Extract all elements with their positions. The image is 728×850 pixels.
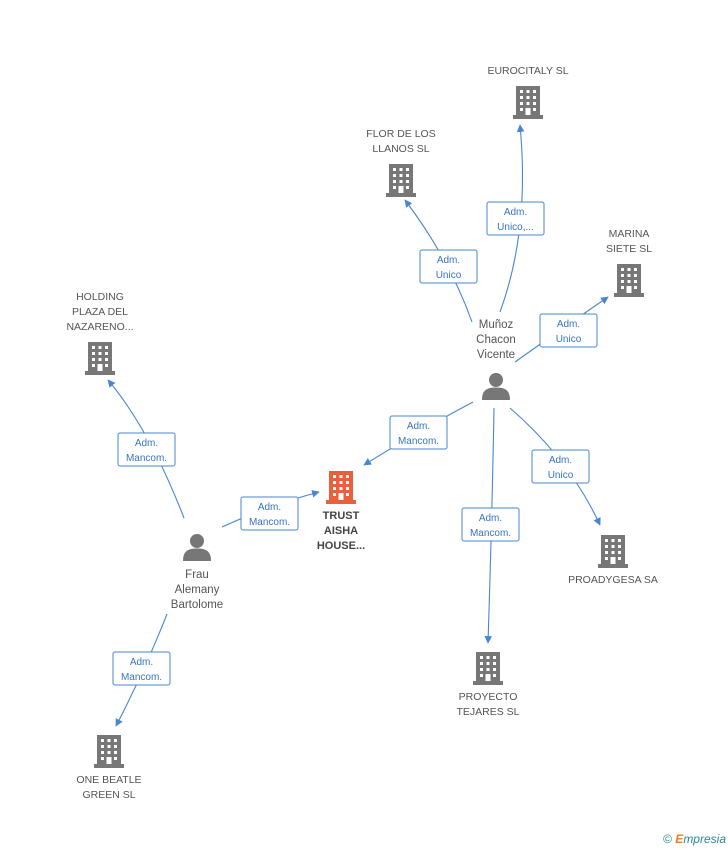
person-label: Alemany: [175, 584, 220, 596]
company-label: HOLDING: [76, 291, 124, 303]
edge-label-box[interactable]: [531, 449, 590, 484]
building-icon: [85, 342, 115, 375]
company-node-proyecto[interactable]: PROYECTO TEJARES SL: [456, 652, 520, 718]
person-icon: [183, 534, 211, 561]
edge-label-text: Adm.: [130, 657, 153, 668]
person-label: Frau: [185, 569, 209, 581]
edge-frau-onebeatle: Adm. Mancom.: [112, 613, 171, 727]
edge-munoz-marina: Adm. Unico: [514, 296, 609, 363]
person-icon: [482, 373, 510, 400]
person-label: Muñoz: [479, 319, 514, 331]
edge-label-text: Adm.: [549, 455, 572, 466]
edge-label-text: Adm.: [135, 438, 158, 449]
edge-munoz-proadygesa: Adm. Unico: [509, 407, 601, 526]
edge-label-text: Unico: [556, 334, 582, 345]
edge-label-text: Unico: [436, 270, 462, 281]
person-label: Vicente: [477, 349, 515, 361]
company-label: SIETE SL: [606, 243, 652, 255]
edge-munoz-trust: Adm. Mancom.: [363, 401, 474, 466]
company-label: GREEN SL: [82, 789, 135, 801]
edge-frau-trust: Adm. Mancom.: [221, 490, 320, 531]
company-label: ONE BEATLE: [76, 774, 141, 786]
edge-munoz-proyecto: Adm. Mancom.: [461, 407, 520, 644]
edge-munoz-eurocitaly: Adm. Unico,...: [486, 124, 545, 313]
brand-name: mpresia: [683, 832, 726, 846]
edge-label-text: Adm.: [437, 255, 460, 266]
edge-label-text: Unico,...: [497, 222, 534, 233]
company-label: TEJARES SL: [456, 706, 519, 718]
company-label: AISHA: [324, 525, 358, 537]
edge-label-box[interactable]: [117, 432, 176, 467]
edge-label-text: Mancom.: [398, 436, 439, 447]
company-label: PROYECTO: [459, 691, 518, 703]
person-label: Bartolome: [171, 599, 223, 611]
edge-label-box[interactable]: [240, 496, 299, 531]
building-icon: [386, 164, 416, 197]
company-label: EUROCITALY SL: [487, 65, 568, 77]
edge-label-text: Mancom.: [249, 517, 290, 528]
company-node-holding[interactable]: HOLDING PLAZA DEL NAZARENO...: [66, 291, 134, 375]
building-icon: [513, 86, 543, 119]
company-node-marina[interactable]: MARINA SIETE SL: [606, 228, 652, 297]
edge-label-text: Adm.: [557, 319, 580, 330]
edge-label-text: Mancom.: [121, 672, 162, 683]
company-node-eurocitaly[interactable]: EUROCITALY SL: [487, 65, 569, 119]
edge-label-text: Adm.: [479, 513, 502, 524]
edge-label-box[interactable]: [539, 313, 598, 348]
edge-munoz-flor: Adm. Unico: [404, 199, 478, 323]
copyright-icon: ©: [663, 832, 672, 846]
company-node-onebeatle[interactable]: ONE BEATLE GREEN SL: [76, 735, 142, 801]
company-label: PLAZA DEL: [72, 306, 128, 318]
edge-frau-holding: Adm. Mancom.: [107, 379, 185, 519]
building-icon: [473, 652, 503, 685]
company-node-proadygesa[interactable]: PROADYGESA SA: [568, 535, 658, 586]
building-icon: [598, 535, 628, 568]
building-icon: [94, 735, 124, 768]
building-icon: [614, 264, 644, 297]
company-label: LLANOS SL: [372, 143, 429, 155]
edge-label-text: Unico: [548, 470, 574, 481]
company-node-trust[interactable]: TRUST AISHA HOUSE...: [317, 471, 365, 552]
edge-label-text: Adm.: [258, 502, 281, 513]
company-label: MARINA: [609, 228, 650, 240]
company-node-flor[interactable]: FLOR DE LOS LLANOS SL: [366, 128, 436, 197]
person-label: Chacon: [476, 334, 516, 346]
edge-label-box[interactable]: [112, 651, 171, 686]
company-label: HOUSE...: [317, 540, 365, 552]
edge-label-box[interactable]: [389, 415, 448, 450]
brand-initial: E: [675, 832, 684, 846]
edge-label-box[interactable]: [486, 201, 545, 236]
company-label: PROADYGESA SA: [568, 574, 658, 586]
edge-label-box[interactable]: [419, 249, 478, 284]
company-label: NAZARENO...: [66, 321, 133, 333]
brand-footer: © Empresia: [663, 832, 726, 846]
edge-label-text: Mancom.: [470, 528, 511, 539]
building-icon: [326, 471, 356, 504]
edge-label-box[interactable]: [461, 507, 520, 542]
edge-label-text: Mancom.: [126, 453, 167, 464]
company-label: TRUST: [323, 510, 360, 522]
company-label: FLOR DE LOS: [366, 128, 435, 140]
edge-label-text: Adm.: [407, 421, 430, 432]
edge-label-text: Adm.: [504, 207, 527, 218]
